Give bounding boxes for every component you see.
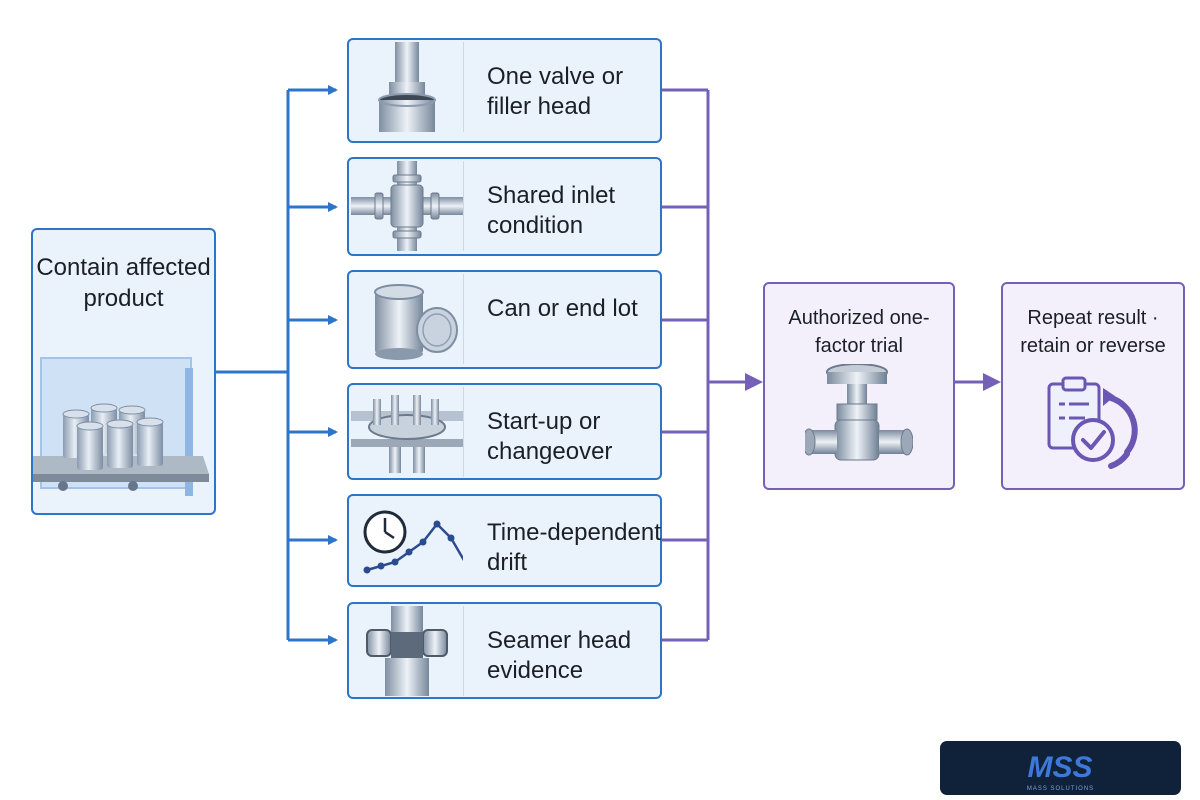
source-to-causes-arrows bbox=[216, 85, 338, 645]
clock-trend-icon bbox=[351, 498, 463, 588]
mss-logo-mark-icon: MSS bbox=[1027, 751, 1092, 783]
company-logo: MSS MASS SOLUTIONS bbox=[940, 741, 1181, 795]
cause-label-drift: Time-dependent drift bbox=[487, 519, 661, 576]
clipboard-check-cycle-icon bbox=[1041, 374, 1151, 474]
cause-box-startup: Start-up or changeover bbox=[347, 383, 662, 480]
cause-label-inlet: Shared inlet condition bbox=[487, 182, 616, 239]
contain-product-box: Contain affected product bbox=[31, 228, 216, 515]
logo-tagline: MASS SOLUTIONS bbox=[1026, 786, 1095, 792]
cause-label-seamer: Seamer head evidence bbox=[487, 627, 632, 684]
rotary-filler-icon bbox=[351, 387, 464, 477]
cause-box-seamer: Seamer head evidence bbox=[347, 602, 662, 699]
cause-label-can-lot: Can or end lot bbox=[487, 295, 638, 322]
repeat-result-box: Repeat result · retain or reverse bbox=[1001, 282, 1185, 490]
seamer-head-icon bbox=[351, 606, 464, 696]
one-factor-trial-label: Authorized one-factor trial bbox=[788, 307, 930, 357]
cause-box-drift: Time-dependent drift bbox=[347, 494, 662, 587]
can-and-lid-icon bbox=[351, 274, 464, 364]
filler-valve-icon bbox=[351, 42, 464, 132]
one-factor-trial-box: Authorized one-factor trial bbox=[763, 282, 955, 490]
cause-box-valve: One valve or filler head bbox=[347, 38, 662, 143]
control-valve-icon bbox=[802, 363, 914, 476]
conveyor-cans-guard-icon bbox=[33, 348, 214, 508]
pipe-junction-icon bbox=[351, 161, 464, 251]
causes-to-trial-arrows bbox=[661, 88, 1001, 642]
cause-box-inlet: Shared inlet condition bbox=[347, 157, 662, 256]
logo-mark-text: MSS bbox=[1027, 751, 1092, 783]
repeat-result-label: Repeat result · retain or reverse bbox=[1020, 307, 1166, 357]
cause-label-startup: Start-up or changeover bbox=[487, 408, 613, 465]
cause-box-can-lot: Can or end lot bbox=[347, 270, 662, 369]
cause-label-valve: One valve or filler head bbox=[487, 63, 624, 120]
contain-product-label: Contain affected product bbox=[36, 254, 211, 312]
